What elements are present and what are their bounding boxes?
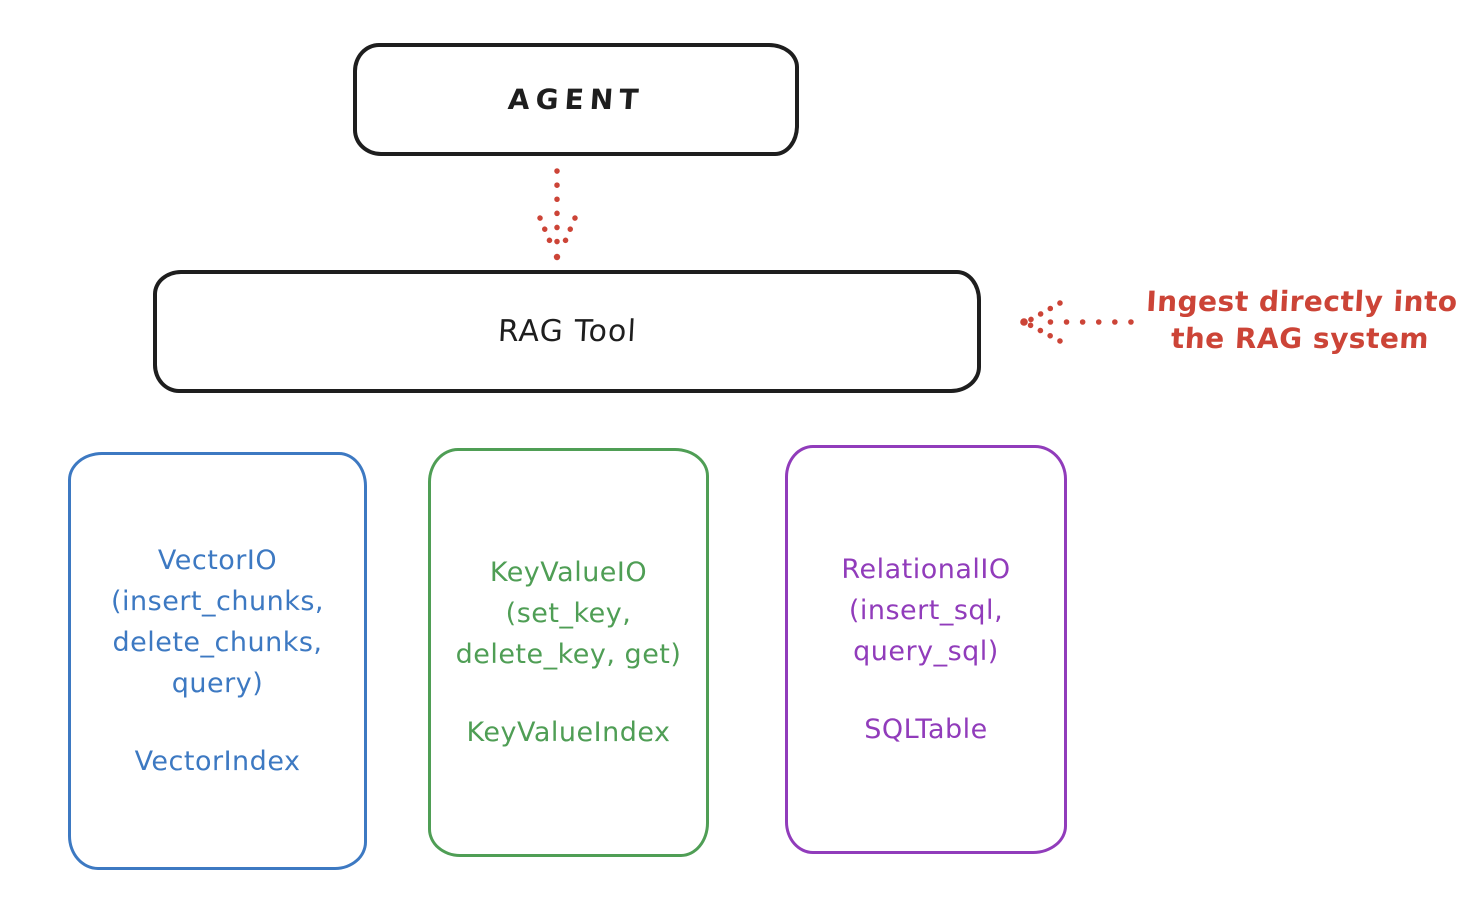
relational-io-functions: RelationalIO (insert_sql, query_sql): [841, 549, 1010, 672]
io-box-line: query_sql): [853, 636, 999, 667]
agent-to-ragtool-arrow-icon: [537, 168, 578, 261]
agent-box: AGENT: [353, 43, 799, 156]
rag-tool-box-label: RAG Tool: [496, 314, 638, 349]
relational-io-box: RelationalIO (insert_sql, query_sql) SQL…: [785, 445, 1067, 854]
io-box-line: delete_key, get): [455, 639, 682, 670]
io-box-line: RelationalIO: [841, 554, 1011, 585]
ingest-annotation-arrow-icon: [1020, 300, 1134, 344]
io-box-line: VectorIO: [157, 545, 278, 576]
io-box-line: query): [171, 668, 264, 699]
vector-io-box: VectorIO (insert_chunks, delete_chunks, …: [68, 452, 367, 870]
io-box-line: (insert_chunks,: [111, 586, 324, 617]
ingest-annotation-line2: the RAG system: [1170, 322, 1430, 355]
io-box-line: (set_key,: [505, 598, 632, 629]
rag-tool-box: RAG Tool: [153, 270, 981, 393]
agent-box-label: AGENT: [506, 83, 646, 116]
ingest-annotation-line1: Ingest directly into: [1145, 285, 1459, 318]
vector-index-label: VectorIndex: [134, 746, 301, 777]
keyvalue-io-functions: KeyValueIO (set_key, delete_key, get): [456, 552, 682, 675]
io-box-line: KeyValueIO: [489, 557, 648, 588]
io-box-line: (insert_sql,: [848, 595, 1004, 626]
keyvalue-index-label: KeyValueIndex: [466, 717, 671, 748]
keyvalue-io-box: KeyValueIO (set_key, delete_key, get) Ke…: [428, 448, 709, 857]
ingest-annotation: Ingest directly into the RAG system: [1126, 283, 1476, 357]
sql-table-label: SQLTable: [864, 714, 988, 745]
vector-io-functions: VectorIO (insert_chunks, delete_chunks, …: [111, 540, 324, 704]
io-box-line: delete_chunks,: [112, 627, 323, 658]
